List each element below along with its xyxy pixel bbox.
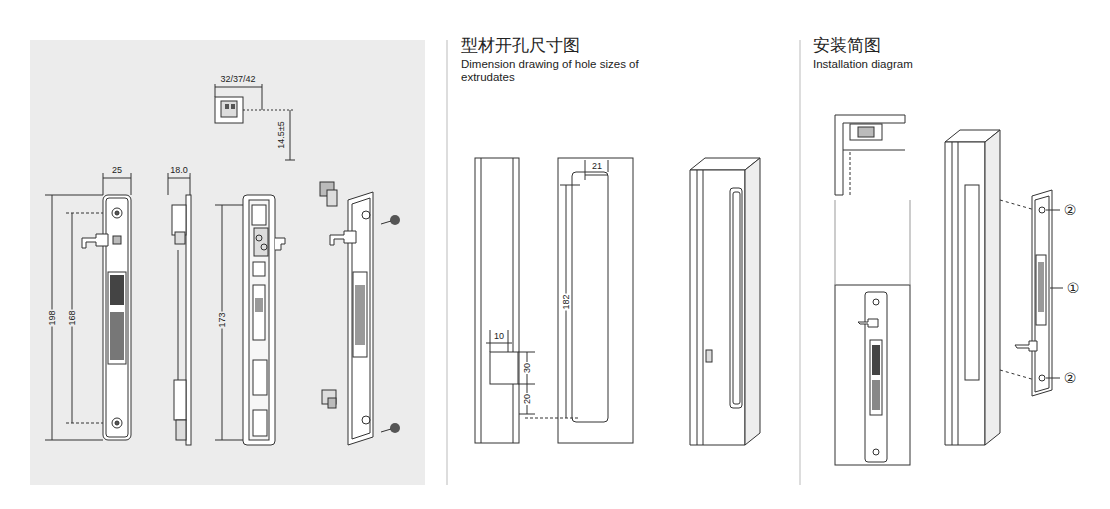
section-heading: 型材开孔尺寸图	[460, 36, 581, 56]
callout-number: ②	[1063, 202, 1078, 218]
section-heading: 安装简图	[812, 36, 882, 56]
section-subheading: Installation diagram	[812, 58, 914, 71]
dimension-label: 198	[47, 309, 57, 326]
dimension-label: 182	[561, 293, 571, 310]
dimension-label: 168	[67, 309, 77, 326]
dimension-label: 21	[591, 161, 603, 171]
dimension-label: 173	[217, 311, 227, 328]
dimension-label: 30	[522, 362, 532, 374]
dimension-label: 32/37/42	[219, 74, 256, 84]
dimension-label: 18.0	[169, 165, 189, 175]
dimension-label: 10	[493, 331, 505, 341]
callout-number: ②	[1063, 370, 1078, 386]
dimension-label: 25	[111, 165, 123, 175]
dimension-label: 20	[522, 393, 532, 405]
section-subheading: Dimension drawing of hole sizes of extru…	[460, 58, 642, 84]
callout-number: ①	[1066, 280, 1081, 296]
dimension-label: 14.5±5	[276, 120, 286, 149]
